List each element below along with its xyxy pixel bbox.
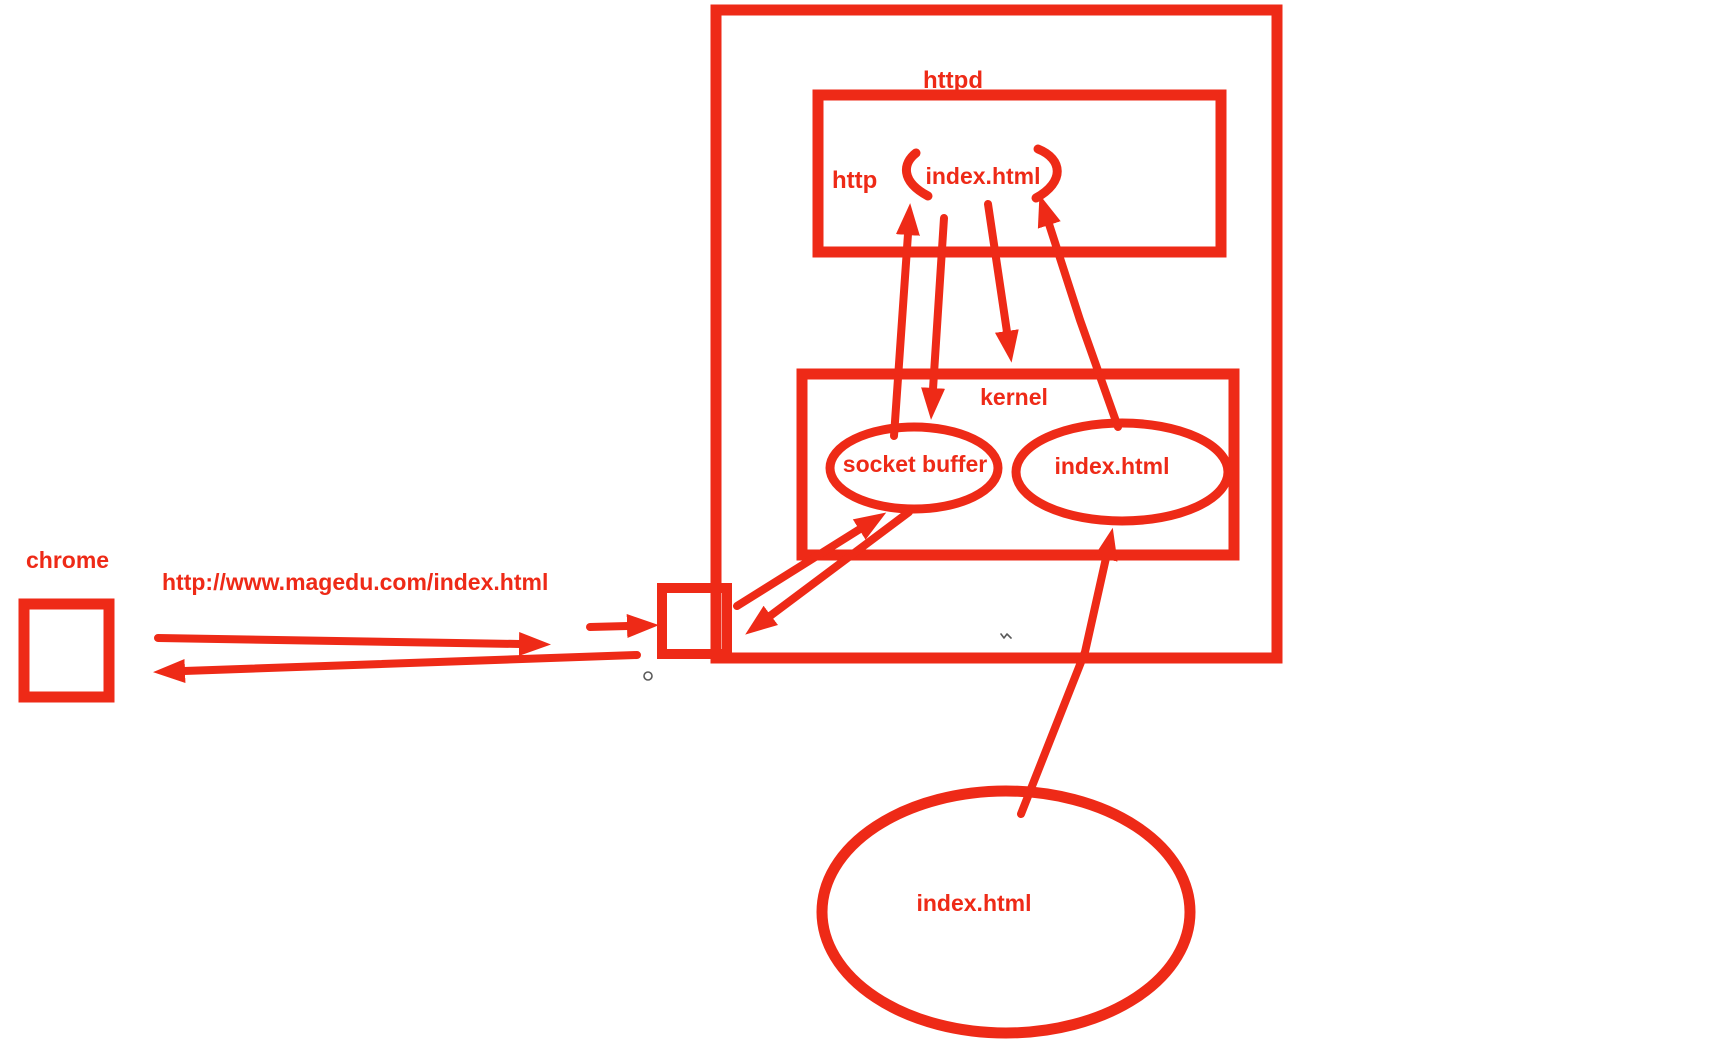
socket-to-http-arrow bbox=[890, 203, 920, 440]
kernel-index-label: index.html bbox=[1054, 453, 1169, 479]
httpd-box bbox=[710, 4, 1283, 664]
http-process-box bbox=[812, 89, 1227, 258]
kernel-box bbox=[796, 368, 1240, 561]
http-to-kernel-arrow bbox=[984, 200, 1019, 363]
request-arrow bbox=[154, 631, 551, 656]
http-payload-label: index.html bbox=[925, 163, 1040, 189]
open-brace-stroke bbox=[901, 148, 933, 201]
nic-box bbox=[657, 583, 732, 659]
disk-index-label: index.html bbox=[916, 890, 1031, 916]
disk-to-kernel-index-arrow bbox=[1017, 527, 1118, 818]
kernel-index-ellipse bbox=[1011, 418, 1233, 526]
request-url-label: http://www.magedu.com/index.html bbox=[162, 569, 548, 595]
socket-to-nic-arrow bbox=[745, 508, 913, 635]
stray-squiggle-mark bbox=[1000, 633, 1012, 639]
close-brace-stroke bbox=[1031, 144, 1062, 203]
kernel-label: kernel bbox=[980, 384, 1048, 410]
http-process-label: http bbox=[832, 167, 877, 194]
disk-index-ellipse bbox=[816, 785, 1196, 1039]
request-to-nic-arrow bbox=[586, 614, 659, 639]
socket-buffer-label: socket buffer bbox=[843, 451, 987, 477]
response-arrow bbox=[153, 651, 641, 683]
stray-circle-mark bbox=[643, 671, 653, 681]
nic-to-socket-arrow bbox=[733, 512, 887, 610]
chrome-box bbox=[18, 598, 115, 703]
chrome-label: chrome bbox=[26, 547, 109, 573]
http-to-socket-arrow bbox=[921, 214, 948, 420]
socket-buffer-ellipse bbox=[825, 422, 1003, 514]
kernel-index-to-http-arrow bbox=[1037, 194, 1122, 431]
